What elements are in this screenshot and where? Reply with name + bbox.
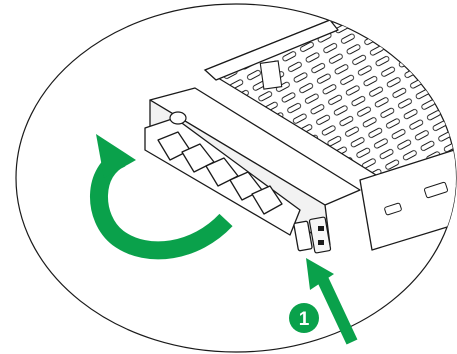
status-led [318,240,324,245]
status-led [318,226,324,231]
callout-number: 1 [299,309,310,330]
callout-badge-icon: 1 [289,303,319,333]
bezel-screw-hole [170,112,186,124]
tray-latch-box [260,61,281,89]
